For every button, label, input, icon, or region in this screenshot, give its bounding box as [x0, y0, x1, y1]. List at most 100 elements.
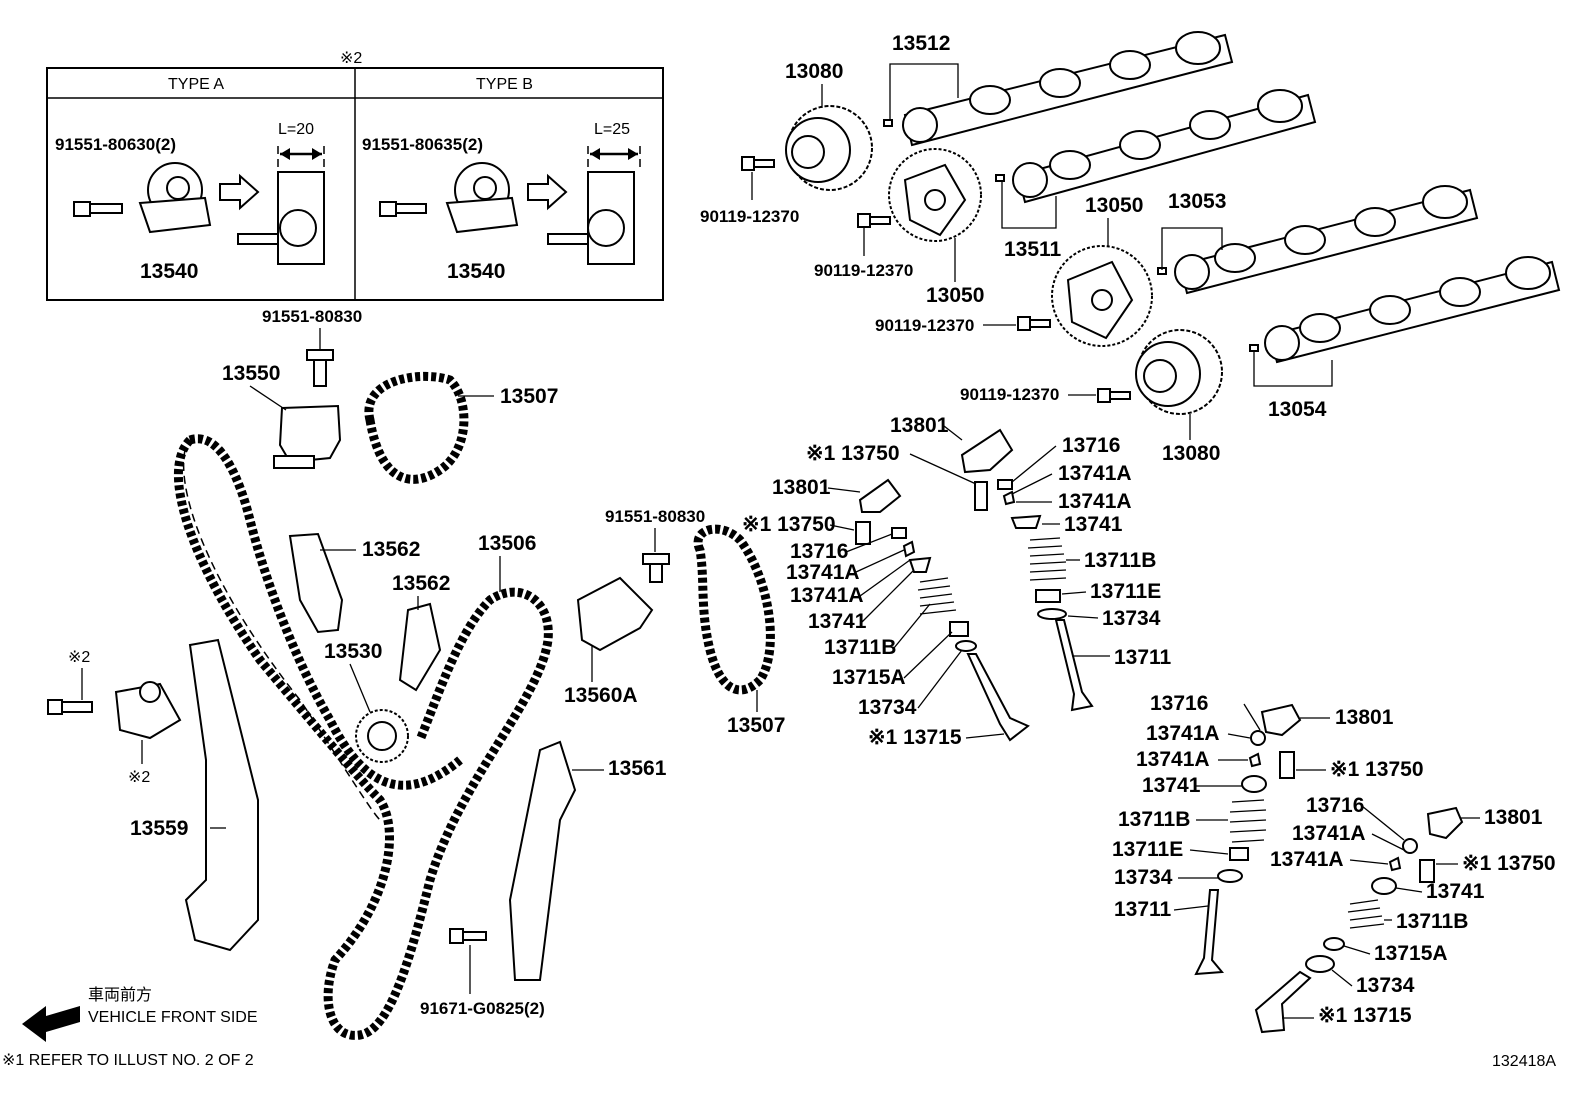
label-13080-upper: 13080 — [785, 60, 843, 83]
label-v3-13741A-2: 13741A — [1136, 748, 1210, 771]
bolt-90119-a-icon — [741, 156, 775, 171]
type-a-header: TYPE A — [168, 76, 224, 93]
label-v1-13741A-b: 13741A — [1058, 490, 1132, 513]
label-v4-13715: ※1 13715 — [1318, 1004, 1412, 1027]
label-v1-13750: ※1 13750 — [806, 442, 900, 465]
bolt-90119-d-icon — [1097, 388, 1131, 403]
tensioner-13540-icon — [47, 681, 182, 740]
label-13507-a: 13507 — [500, 385, 558, 408]
label-13530: 13530 — [324, 640, 382, 663]
type-b-arrow-icon — [527, 173, 568, 211]
label-v3-13741: 13741 — [1142, 774, 1201, 797]
label-90119-a: 90119-12370 — [700, 207, 799, 226]
camshaft-13053-icon — [1157, 185, 1479, 295]
label-v1-13734: 13734 — [1102, 607, 1161, 630]
inset-marker: ※2 — [340, 50, 362, 67]
type-b-bolt-label: 91551-80635(2) — [362, 135, 483, 154]
label-90119-c: 90119-12370 — [875, 316, 974, 335]
label-v4-13734: 13734 — [1356, 974, 1415, 997]
label-v3-13734: 13734 — [1114, 866, 1173, 889]
type-b-section-icon — [547, 171, 635, 265]
guide-13559-icon — [184, 638, 259, 952]
label-13559: 13559 — [130, 817, 188, 840]
label-v2-13741A-2: 13741A — [790, 584, 864, 607]
label-13050-a: 13050 — [926, 284, 984, 307]
label-v2-13801: 13801 — [772, 476, 831, 499]
label-v3-13750: ※1 13750 — [1330, 758, 1424, 781]
label-v3-13801: 13801 — [1335, 706, 1394, 729]
label-v2-13716: 13716 — [790, 540, 848, 563]
label-13080-lower: 13080 — [1162, 442, 1220, 465]
front-direction-arrow-icon — [22, 1006, 80, 1042]
label-note2-b: ※2 — [128, 769, 150, 786]
label-v4-13715A: 13715A — [1374, 942, 1448, 965]
label-13507-b: 13507 — [727, 714, 785, 737]
valve-group-2 — [855, 478, 1030, 742]
type-b-tensioner-icon — [445, 162, 519, 234]
label-v3-13711E: 13711E — [1112, 838, 1183, 861]
valve-group-4 — [1254, 806, 1464, 1034]
bolt-type-inset: ※2 TYPE A TYPE B 91551-80630(2) 13540 L=… — [46, 50, 664, 301]
label-v2-13711B: 13711B — [824, 636, 896, 659]
label-v4-13750: ※1 13750 — [1462, 852, 1556, 875]
tensioner-13560A-icon — [576, 553, 670, 652]
bolt-91671-icon — [449, 928, 487, 944]
label-v3-13711: 13711 — [1114, 898, 1172, 921]
aux-chain-13507-upper-icon — [364, 371, 469, 484]
label-v2-13750: ※1 13750 — [742, 513, 836, 536]
label-13560A: 13560A — [564, 684, 638, 707]
camshaft-13512-icon — [883, 31, 1234, 147]
type-a-tensioner-icon — [138, 162, 212, 234]
type-b-header: TYPE B — [476, 76, 533, 93]
aux-chain-13507-lower-icon — [693, 524, 775, 695]
sprocket-13050-lower-icon — [1051, 245, 1153, 347]
label-v1-13716: 13716 — [1062, 434, 1120, 457]
label-v1-13711: 13711 — [1114, 646, 1172, 669]
label-v3-13741A-1: 13741A — [1146, 722, 1220, 745]
label-v3-13716: 13716 — [1150, 692, 1208, 715]
label-13511: 13511 — [1004, 238, 1062, 261]
label-v2-13741A-1: 13741A — [786, 561, 860, 584]
label-13550: 13550 — [222, 362, 280, 385]
label-v1-13711B: 13711B — [1084, 549, 1156, 572]
label-note2-a: ※2 — [68, 649, 90, 666]
label-13054: 13054 — [1268, 398, 1327, 421]
type-a-bolt-icon — [73, 201, 123, 217]
type-b-part-label: 13540 — [447, 260, 505, 283]
valve-group-3 — [1194, 703, 1302, 976]
label-v4-13741: 13741 — [1426, 880, 1485, 903]
label-13050-b: 13050 — [1085, 194, 1143, 217]
label-v2-13715: ※1 13715 — [868, 726, 962, 749]
label-13561: 13561 — [608, 757, 667, 780]
label-13506: 13506 — [478, 532, 536, 555]
guide-13562-b-icon — [398, 602, 442, 692]
label-v4-13711B: 13711B — [1396, 910, 1468, 933]
label-13512: 13512 — [892, 32, 950, 55]
label-91551-top: 91551-80830 — [262, 307, 362, 326]
label-13562-b: 13562 — [392, 572, 450, 595]
guide-13561-icon — [508, 740, 577, 981]
label-v4-13741A-1: 13741A — [1292, 822, 1366, 845]
sprocket-13050-upper-icon — [888, 148, 982, 242]
label-v1-13711E: 13711E — [1090, 580, 1161, 603]
main-timing-chain-13506-icon — [174, 434, 553, 1040]
label-90119-d: 90119-12370 — [960, 385, 1059, 404]
label-v2-13741: 13741 — [808, 610, 867, 633]
bolt-90119-b-icon — [857, 213, 891, 228]
label-13053: 13053 — [1168, 190, 1226, 213]
illustration-id: 132418A — [1492, 1053, 1556, 1070]
label-v1-13741A-a: 13741A — [1058, 462, 1132, 485]
type-b-dimension — [587, 146, 641, 172]
type-a-part-label: 13540 — [140, 260, 198, 283]
camshaft-13054-icon — [1249, 256, 1561, 364]
type-a-bolt-label: 91551-80630(2) — [55, 135, 176, 154]
label-v4-13801: 13801 — [1484, 806, 1543, 829]
label-91671: 91671-G0825(2) — [420, 999, 545, 1018]
valve-group-1 — [960, 428, 1094, 712]
label-90119-b: 90119-12370 — [814, 261, 913, 280]
direction-japanese: 車両前方 — [88, 986, 152, 1004]
type-b-bolt-icon — [379, 201, 427, 217]
label-91551-mid: 91551-80830 — [605, 507, 705, 526]
label-13562-a: 13562 — [362, 538, 420, 561]
